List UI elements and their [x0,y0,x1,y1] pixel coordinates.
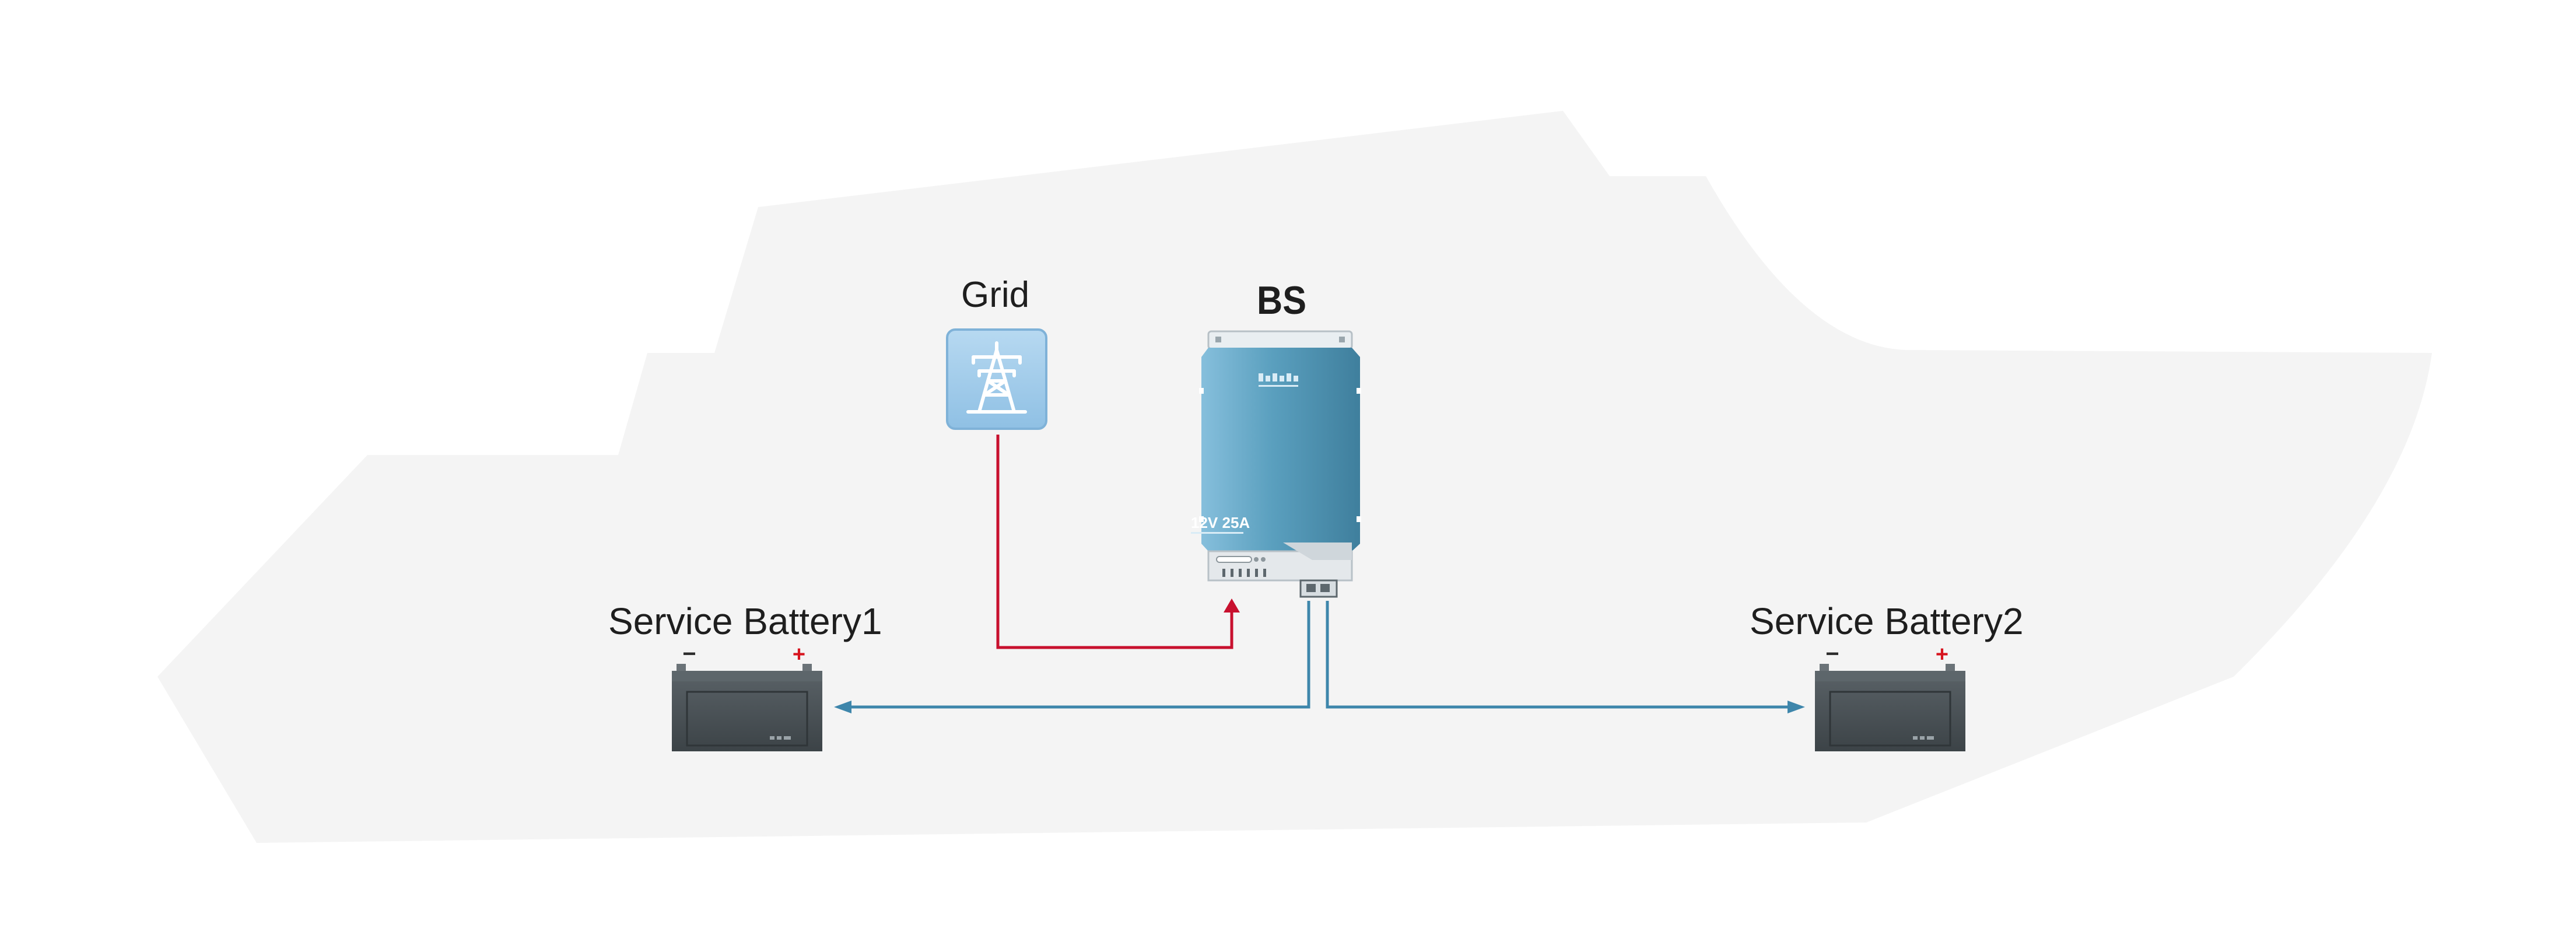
device-rating: 12V 25A [1191,514,1250,531]
power-pylon-icon [946,328,1047,430]
grid-to-device-arrowhead [1224,598,1240,612]
battery2-label: Service Battery2 [1750,600,2024,642]
device-to-battery2-arrowhead [1788,701,1805,713]
battery1-icon: − + [672,641,822,751]
battery1-label: Service Battery1 [608,600,882,642]
device-to-battery1-line [849,601,1310,709]
battery1-plus: + [793,642,805,667]
battery2-icon: − + [1815,641,1965,751]
grid-label: Grid [961,275,1030,315]
battery2-minus: − [1825,641,1839,667]
charger-device-icon: 12V 25A [1191,330,1361,598]
battery2-plus: + [1936,642,1948,667]
device-to-battery2-line [1326,601,1790,709]
device-to-battery1-arrowhead [834,701,851,713]
grid-to-device-line [996,435,1233,649]
battery1-minus: − [682,641,696,667]
device-label: BS [1257,278,1307,323]
